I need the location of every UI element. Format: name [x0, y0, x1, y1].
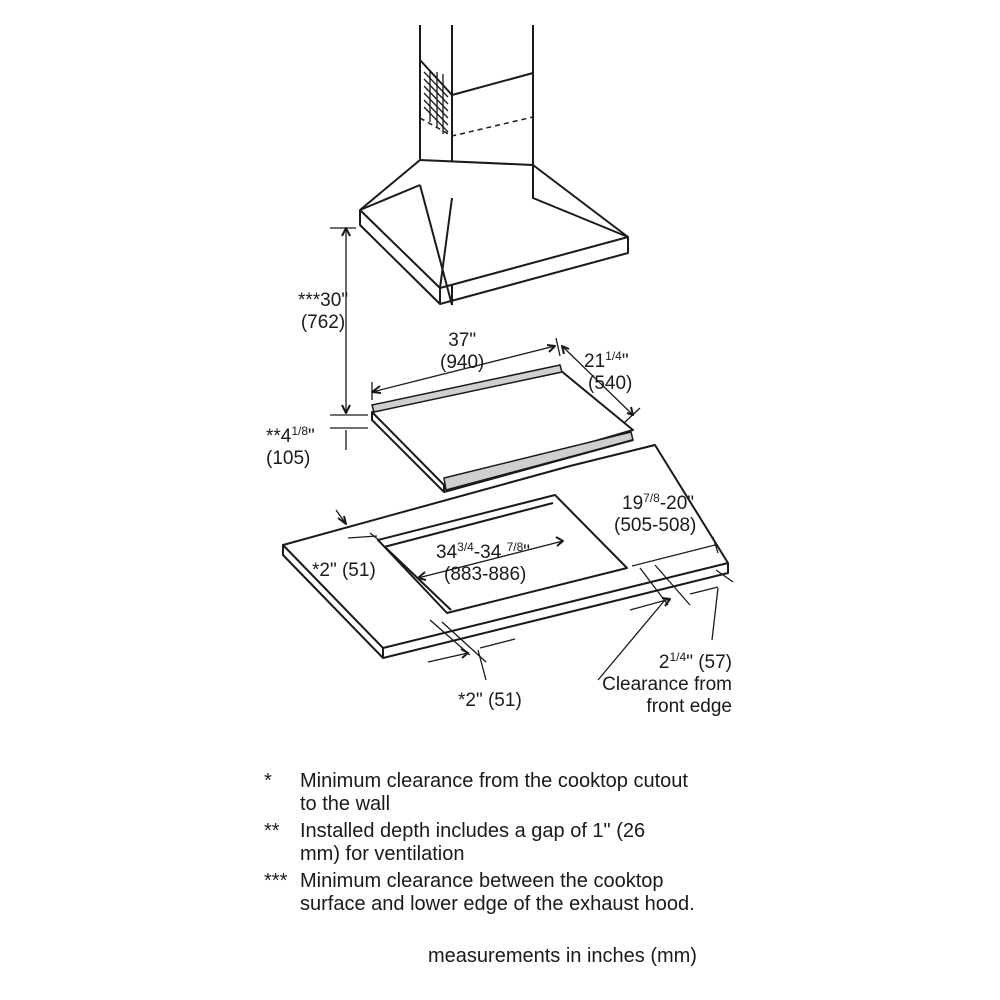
cutout-width-label: 343/4-34 7/8" (883-886): [436, 536, 530, 586]
side-clearance-dimension: [347, 532, 381, 542]
hood-clearance-mm: (762): [300, 312, 346, 333]
cutout-depth-inch: 197/8-20": [622, 491, 695, 514]
front-clearance-caption-1: Clearance from: [602, 674, 732, 695]
hood-clearance-inch: ***30": [298, 290, 349, 311]
cutout-width-mm: (883-886): [444, 564, 527, 585]
cooktop-width-dimension: [371, 337, 561, 400]
cutout-width-inch: 343/4-34 7/8": [436, 540, 531, 563]
countertop: [282, 444, 729, 659]
footnote-3-text: Minimum clearance between the cooktop su…: [300, 870, 695, 915]
cooktop-width-inch: 37": [448, 330, 477, 351]
cooktop-depth-mm: (540): [588, 373, 633, 394]
footnotes: * Minimum clearance from the cooktop cut…: [264, 770, 730, 920]
units-note: measurements in inches (mm): [428, 945, 697, 967]
footnote-3-mark: ***: [264, 870, 288, 892]
exhaust-hood: [359, 25, 629, 306]
cutout-depth-dimension: [335, 509, 719, 567]
cooktop-depth-dimension: [561, 345, 641, 424]
footnote-1-mark: *: [264, 770, 272, 792]
footnote-1-text: Minimum clearance from the cooktop cutou…: [300, 770, 688, 815]
installed-depth-mm: (105): [266, 448, 311, 469]
cooktop-depth-label: 211/4" (540): [584, 345, 632, 395]
cutout-depth-mm: (505-508): [614, 515, 697, 536]
cooktop-width-mm: (940): [440, 352, 485, 373]
front-clearance-dimension: [597, 564, 734, 681]
back-clearance-dimension: [427, 619, 516, 681]
installed-depth-inch: **41/8": [266, 424, 315, 447]
installed-depth-label: **41/8" (105): [266, 420, 315, 470]
vent-grille: [423, 70, 449, 134]
footnote-3: *** Minimum clearance between the cookto…: [264, 870, 730, 916]
footnote-2-text: Installed depth includes a gap of 1" (26…: [300, 820, 646, 865]
front-clearance-label: 21/4" (57) Clearance from front edge: [574, 646, 732, 718]
back-clearance-label: *2" (51): [458, 690, 522, 711]
cooktop-depth-inch: 211/4": [584, 349, 629, 372]
cutout-depth-label: 197/8-20" (505-508): [614, 487, 696, 537]
front-clearance-value: 21/4" (57): [658, 650, 732, 673]
cooktop-width-label: 37" (940): [440, 330, 484, 374]
hood-clearance-label: ***30" (762): [298, 290, 348, 334]
footnote-2: ** Installed depth includes a gap of 1" …: [264, 820, 730, 866]
cutout-width-dimension: [417, 536, 564, 581]
side-clearance-label: *2" (51): [312, 560, 376, 581]
hood-clearance-dimension: [330, 227, 368, 450]
footnote-2-mark: **: [264, 820, 280, 842]
footnote-1: * Minimum clearance from the cooktop cut…: [264, 770, 730, 816]
front-clearance-caption-2: front edge: [646, 696, 732, 717]
